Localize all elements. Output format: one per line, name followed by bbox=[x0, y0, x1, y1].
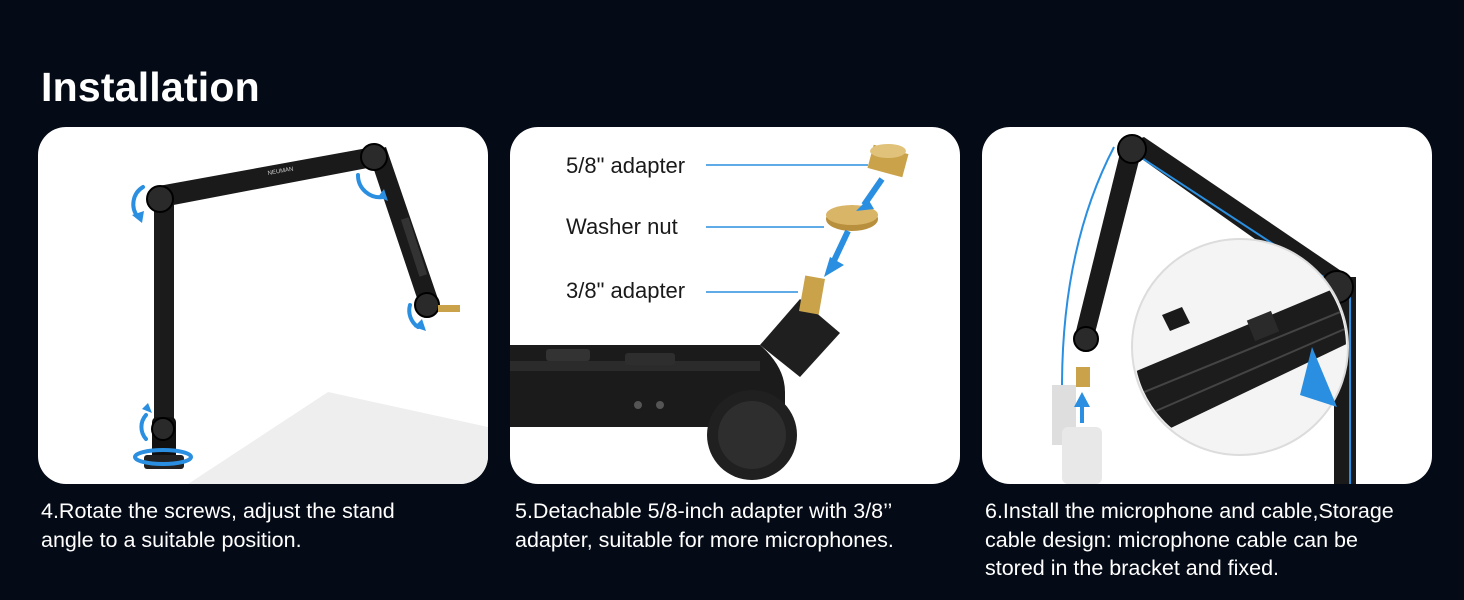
adapter-stack-illustration bbox=[510, 144, 909, 480]
label-5-8-adapter: 5/8" adapter bbox=[566, 153, 686, 178]
svg-text:NEUMAN: NEUMAN bbox=[267, 167, 294, 177]
boom-arm-rotation-illustration: NEUMAN bbox=[131, 143, 488, 484]
label-3-8-adapter: 3/8" adapter bbox=[566, 278, 686, 303]
section-title: Installation bbox=[41, 64, 260, 110]
step-4-caption: 4.Rotate the screws, adjust the stand an… bbox=[41, 499, 395, 552]
step-4-image: NEUMAN bbox=[38, 127, 488, 484]
step-6-caption: 6.Install the microphone and cable,Stora… bbox=[985, 499, 1394, 580]
cable-storage-illustration bbox=[1052, 134, 1356, 484]
label-washer-nut: Washer nut bbox=[566, 214, 678, 239]
step-5-image: 5/8" adapter Washer nut 3/8" adapter bbox=[510, 127, 960, 484]
step-5-caption: 5.Detachable 5/8-inch adapter with 3/8’’… bbox=[515, 499, 894, 552]
step-6-image bbox=[982, 127, 1432, 484]
